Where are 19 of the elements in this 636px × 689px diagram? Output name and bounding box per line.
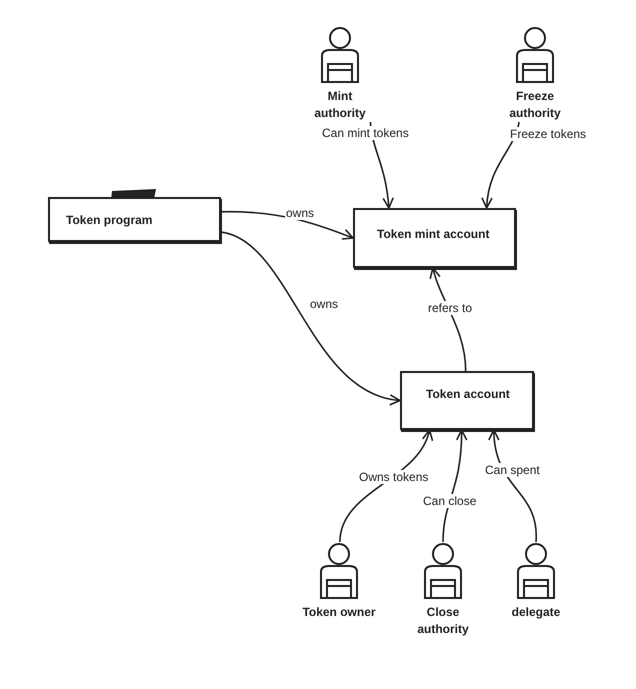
box-label: Token account — [426, 386, 510, 400]
role-label: Close authority — [416, 604, 470, 638]
box-label: Token mint account — [377, 227, 490, 241]
process-box — [48, 197, 221, 242]
edge-label: Can mint tokens — [321, 126, 410, 140]
process-box — [400, 371, 534, 430]
box-label: Token program — [66, 212, 152, 226]
arrow — [221, 210, 354, 240]
edge-label: Can close — [422, 494, 478, 508]
role-label: Freeze authority — [508, 88, 562, 122]
edge-label: refers to — [427, 301, 474, 315]
edge-label: Owns tokens — [358, 470, 430, 484]
edge-label: Can spent — [484, 463, 541, 477]
process-box — [353, 208, 516, 268]
role-label: delegate — [510, 604, 562, 621]
role-label: Token owner — [301, 604, 377, 621]
edge-label: Freeze tokens — [509, 127, 588, 141]
role-label: Mint authority — [313, 88, 367, 122]
arrow — [220, 231, 401, 404]
